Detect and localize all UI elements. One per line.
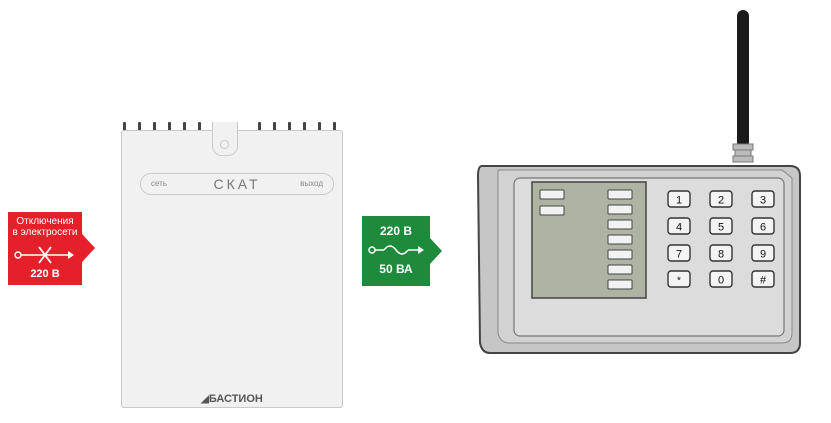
- zone-indicator: [607, 189, 633, 200]
- keypad-key-2[interactable]: 2: [709, 190, 733, 208]
- power-outage-voltage: 220 В: [30, 268, 60, 280]
- power-outage-tag-body: [8, 212, 82, 285]
- zone-indicator: [607, 249, 633, 260]
- output-power-tag-arrow: [430, 238, 442, 264]
- key-label: 4: [676, 222, 682, 234]
- keypad-key-hash[interactable]: #: [751, 270, 775, 288]
- vent-fin: [183, 122, 186, 136]
- key-label: 0: [718, 275, 724, 287]
- keypad-key-7[interactable]: 7: [667, 244, 691, 262]
- power-supply-label-strip: сеть СКАТ выход: [140, 173, 334, 195]
- vent-fin: [303, 122, 306, 136]
- keypad-key-8[interactable]: 8: [709, 244, 733, 262]
- lcd-display: [531, 181, 647, 299]
- ac-wave-icon: [368, 245, 424, 255]
- output-label: выход: [300, 179, 323, 188]
- key-label: 1: [676, 195, 682, 207]
- power-outage-tag-arrow: [82, 234, 95, 262]
- mounting-hanger: [212, 122, 238, 156]
- vent-fin: [333, 122, 336, 136]
- vent-fin: [123, 122, 126, 136]
- output-power: 50 ВА: [379, 262, 413, 276]
- power-outage-caption: Отключения в электросети: [8, 216, 82, 238]
- zone-indicator: [607, 264, 633, 275]
- vent-fin: [168, 122, 171, 136]
- keypad-key-4[interactable]: 4: [667, 217, 691, 235]
- keypad-key-1[interactable]: 1: [667, 190, 691, 208]
- zone-indicator: [607, 279, 633, 290]
- key-label: 7: [676, 249, 682, 261]
- keypad-key-6[interactable]: 6: [751, 217, 775, 235]
- keypad-key-star[interactable]: *: [667, 270, 691, 288]
- antenna-connector: [734, 149, 752, 157]
- skat-power-supply: сеть СКАТ выход ◢БАСТИОН: [113, 122, 346, 410]
- output-power-tag: 220 В 50 ВА: [362, 216, 442, 286]
- antenna: [737, 10, 749, 148]
- keypad-key-9[interactable]: 9: [751, 244, 775, 262]
- vent-fin: [258, 122, 261, 136]
- zone-indicator: [607, 204, 633, 215]
- display-indicator: [539, 205, 565, 216]
- vent-fin: [198, 122, 201, 136]
- keypad-key-3[interactable]: 3: [751, 190, 775, 208]
- brand-label: ◢БАСТИОН: [122, 393, 342, 405]
- power-outage-tag: Отключения в электросети 220 В: [8, 212, 95, 285]
- zone-indicator: [607, 219, 633, 230]
- key-label: 2: [718, 195, 724, 207]
- antenna-connector: [732, 155, 754, 163]
- keypad-key-5[interactable]: 5: [709, 217, 733, 235]
- keypad-panel-drawing: 1 2 3 4 5 6 7 8: [476, 10, 801, 354]
- keypad-key-0[interactable]: 0: [709, 270, 733, 288]
- display-indicator: [539, 189, 565, 200]
- vent-fin: [288, 122, 291, 136]
- vent-fin: [153, 122, 156, 136]
- key-label: #: [760, 275, 767, 287]
- key-label: 5: [718, 222, 724, 234]
- vent-fin: [273, 122, 276, 136]
- brand-logo-icon: ◢: [201, 394, 209, 405]
- key-label: 9: [760, 249, 766, 261]
- power-supply-title: СКАТ: [213, 176, 261, 192]
- key-label: 6: [760, 222, 766, 234]
- key-label: *: [677, 276, 681, 287]
- keypad-control-panel: 1 2 3 4 5 6 7 8: [470, 8, 810, 363]
- power-supply-case: сеть СКАТ выход ◢БАСТИОН: [121, 130, 343, 408]
- input-label: сеть: [151, 179, 168, 188]
- key-label: 8: [718, 249, 724, 261]
- broken-circuit-icon: [14, 246, 74, 264]
- output-voltage: 220 В: [379, 224, 413, 238]
- mounting-hole: [220, 140, 229, 149]
- zone-indicator: [607, 234, 633, 245]
- brand-name: БАСТИОН: [208, 393, 263, 405]
- key-label: 3: [760, 195, 766, 207]
- vent-fin: [138, 122, 141, 136]
- vent-fin: [318, 122, 321, 136]
- power-outage-caption-line1: Отключения: [16, 216, 74, 227]
- power-outage-caption-line2: в электросети: [12, 227, 78, 238]
- antenna-connector: [732, 143, 754, 151]
